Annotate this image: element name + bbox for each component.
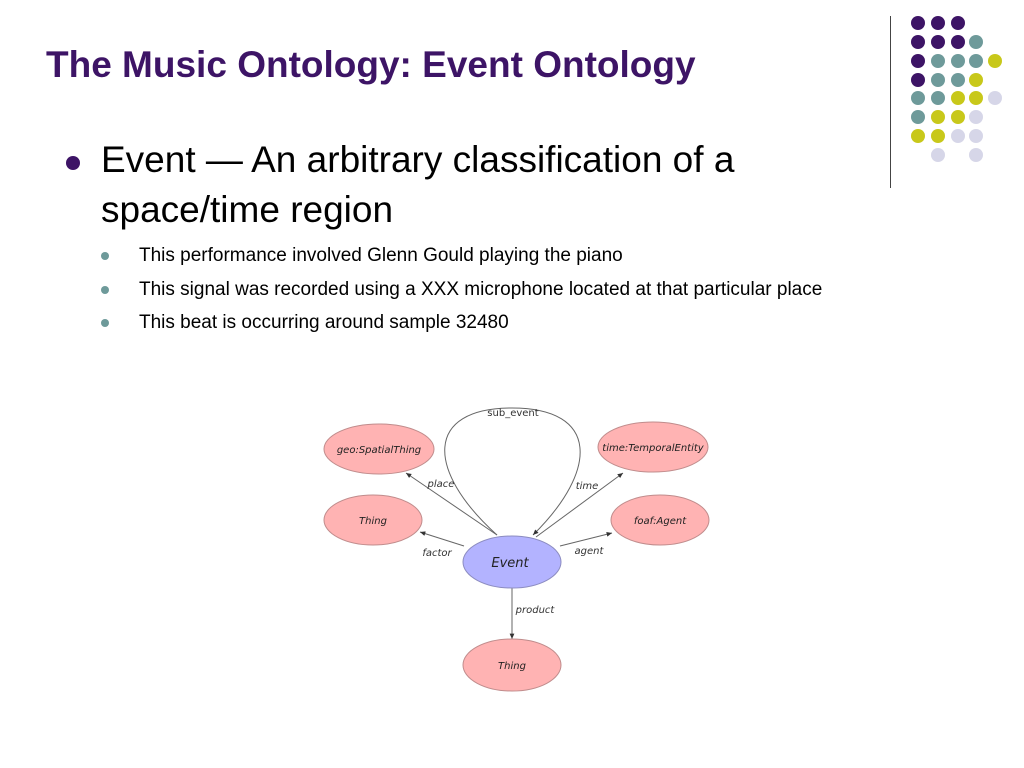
- edge-place: [405, 472, 498, 536]
- edge-label-time: time: [576, 481, 599, 492]
- node-spatial-thing: [323, 423, 435, 475]
- decor-dot: [911, 54, 925, 68]
- decor-dot: [911, 110, 925, 124]
- sub-bullet-text: This beat is occurring around sample 324…: [139, 312, 509, 333]
- node-event: [462, 535, 562, 589]
- decor-dot: [951, 91, 965, 105]
- decor-dot: [931, 148, 945, 162]
- node-thing-product: [462, 638, 562, 692]
- edge-label-product: product: [515, 605, 556, 616]
- edge-sub-event: [444, 407, 581, 536]
- decor-dot: [951, 54, 965, 68]
- sub-bullet-dot: [101, 252, 109, 260]
- edge-agent: [559, 531, 613, 547]
- node-foaf-agent: [610, 494, 710, 546]
- decor-dot: [951, 16, 965, 30]
- node-temporal-entity: [597, 421, 709, 473]
- decor-dot: [969, 129, 983, 143]
- decor-dot: [911, 73, 925, 87]
- decor-dot: [931, 129, 945, 143]
- edge-label-agent: agent: [575, 546, 605, 557]
- slide-title: The Music Ontology: Event Ontology: [46, 44, 696, 85]
- node-thing-factor: [323, 494, 423, 546]
- decor-dot: [951, 129, 965, 143]
- decor-dot: [911, 16, 925, 30]
- node-label-thing-product: Thing: [498, 661, 526, 672]
- decor-dot: [951, 35, 965, 49]
- decor-dot: [969, 91, 983, 105]
- node-label-foaf-agent: foaf:Agent: [634, 516, 687, 527]
- decor-dot: [988, 91, 1002, 105]
- edge-label-sub-event: sub_event: [487, 408, 538, 419]
- main-bullet-text: Event — An arbitrary classification of a…: [101, 139, 735, 230]
- node-label-spatial-thing: geo:SpatialThing: [337, 445, 421, 456]
- sub-bullet-dot: [101, 319, 109, 327]
- decor-dot: [911, 129, 925, 143]
- decor-dot: [911, 91, 925, 105]
- decor-dot: [931, 110, 945, 124]
- decor-dot: [911, 35, 925, 49]
- decor-dot: [969, 110, 983, 124]
- node-label-thing-factor: Thing: [359, 516, 387, 527]
- sub-bullet-text: This performance involved Glenn Gould pl…: [139, 245, 623, 266]
- decor-dot: [931, 73, 945, 87]
- decor-dot: [931, 91, 945, 105]
- decor-dot: [969, 54, 983, 68]
- node-label-temporal-entity: time:TemporalEntity: [602, 443, 704, 454]
- node-label-event: Event: [491, 556, 529, 571]
- decor-dot: [931, 54, 945, 68]
- edge-time: [535, 472, 624, 538]
- decor-dot: [969, 35, 983, 49]
- edge-factor: [419, 531, 465, 547]
- decor-dot: [931, 35, 945, 49]
- edge-label-factor: factor: [422, 548, 452, 559]
- main-bullet-dot: [66, 156, 80, 170]
- decor-dot: [969, 73, 983, 87]
- edge-label-place: place: [427, 479, 455, 490]
- decor-dot: [951, 73, 965, 87]
- vertical-divider: [890, 16, 891, 188]
- decor-dot: [951, 110, 965, 124]
- decor-dot: [969, 148, 983, 162]
- sub-bullet-dot: [101, 286, 109, 294]
- sub-bullet-text: This signal was recorded using a XXX mic…: [139, 279, 823, 300]
- decor-dot: [988, 54, 1002, 68]
- decorative-dot-grid: [0, 0, 1024, 200]
- decor-dot: [931, 16, 945, 30]
